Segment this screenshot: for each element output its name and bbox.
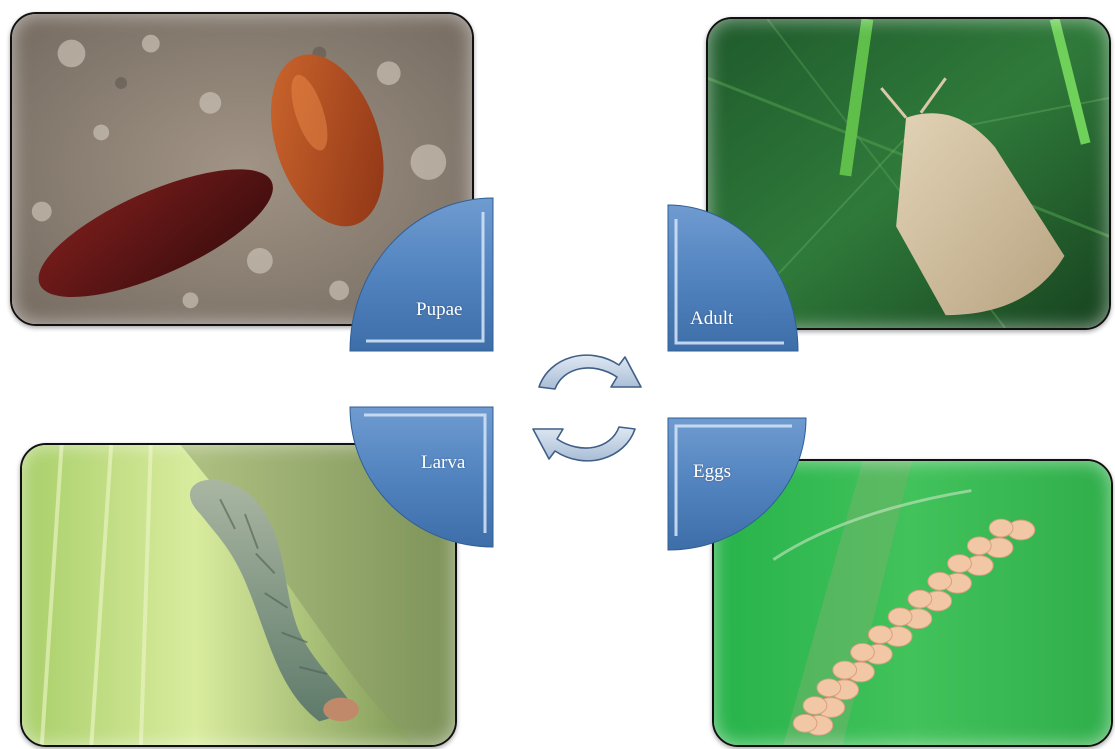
- stage-label-eggs: Eggs: [693, 462, 731, 481]
- stage-eggs: Eggs: [668, 418, 813, 573]
- stage-label-pupae: Pupae: [416, 300, 462, 319]
- stage-label-adult: Adult: [690, 309, 733, 328]
- quadrant-shape: [350, 407, 495, 562]
- stage-adult: Adult: [668, 205, 813, 360]
- cycle-arrows-icon: [527, 345, 652, 475]
- quadrant-shape: [668, 205, 813, 360]
- quadrant-shape: [668, 418, 813, 573]
- stage-label-larva: Larva: [421, 453, 465, 472]
- stage-larva: Larva: [350, 407, 495, 562]
- quadrant-shape: [350, 198, 495, 353]
- stage-pupae: Pupae: [350, 198, 495, 353]
